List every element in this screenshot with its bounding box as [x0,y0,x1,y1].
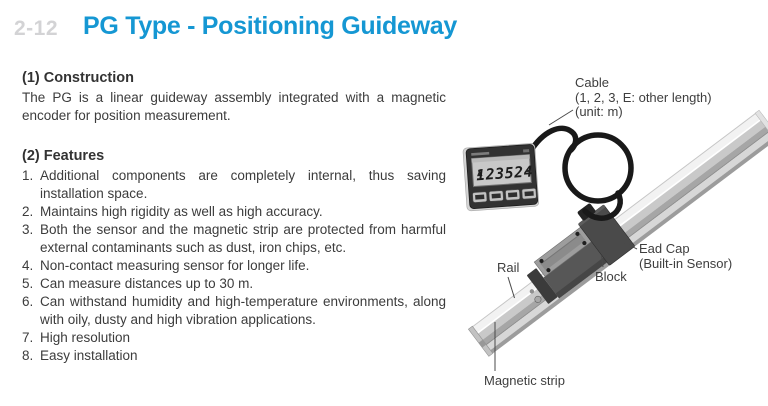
lcd-arrow-icon [476,170,483,177]
feature-text: Additional components are completely int… [40,168,446,201]
rail-leader-line [507,276,515,299]
feature-number: 3. [22,222,34,237]
feature-text: High resolution [40,330,131,345]
construction-body: The PG is a linear guideway assembly int… [22,90,446,123]
block-leader-line [601,255,604,268]
cable-graphic [527,125,634,221]
feature-number: 4. [22,258,34,273]
feature-number: 5. [22,276,34,291]
feature-item: 6. Can withstand humidity and high-temper… [22,293,446,329]
page-title: PG Type - Positioning Guideway [83,12,457,40]
block-graphic [527,226,608,304]
feature-item: 3. Both the sensor and the magnetic strip… [22,221,446,257]
feature-number: 1. [22,168,34,183]
feature-item: 8. Easy installation [22,347,446,365]
page-number: 2-12 [14,17,59,40]
feature-number: 6. [22,294,34,309]
feature-text: Maintains high rigidity as well as high … [40,204,323,219]
display-brand-mark [471,151,490,156]
feature-item: 5. Can measure distances up to 30 m. [22,275,446,293]
features-list: 1. Additional components are completely i… [22,167,446,365]
end-cap-label: Ead Cap (Built-in Sensor) [639,241,733,271]
feature-text: Non-contact measuring sensor for longer … [40,258,310,273]
feature-item: 2. Maintains high rigidity as well as hig… [22,203,446,221]
text-column: (1) Construction The PG is a linear guid… [22,70,446,365]
end-cap-leader-line [618,239,638,250]
leader-lines [494,109,638,371]
feature-text: Can measure distances up to 30 m. [40,276,254,291]
construction-section: (1) Construction The PG is a linear guid… [22,70,446,125]
feature-number: 7. [22,330,34,345]
construction-heading: (1) Construction [22,70,134,86]
lcd-value: 123524 [476,162,534,184]
rail-label: Rail [497,260,520,275]
page-header: 2-12 PG Type - Positioning Guideway [0,12,540,41]
feature-number: 2. [22,204,34,219]
feature-text: Easy installation [40,348,138,363]
feature-item: 4. Non-contact measuring sensor for longe… [22,257,446,275]
features-heading: (2) Features [22,148,105,164]
display-buttons [472,188,537,203]
display-unit-graphic: 123524 [462,143,540,212]
feature-text: Both the sensor and the magnetic strip a… [40,222,446,255]
grease-nipple-graphic [534,295,542,303]
cable-leader-line [548,109,574,126]
magnetic-strip-label: Magnetic strip [484,373,565,388]
feature-text: Can withstand humidity and high-temperat… [40,294,446,327]
features-section: (2) Features 1. Additional components are… [22,148,446,365]
feature-item: 1. Additional components are completely i… [22,167,446,203]
rail-graphic [467,109,768,357]
feature-item: 7. High resolution [22,329,446,347]
block-label: Block [595,269,627,284]
feature-number: 8. [22,348,34,363]
cable-label: Cable (1, 2, 3, E: other length) (unit: … [575,75,712,119]
